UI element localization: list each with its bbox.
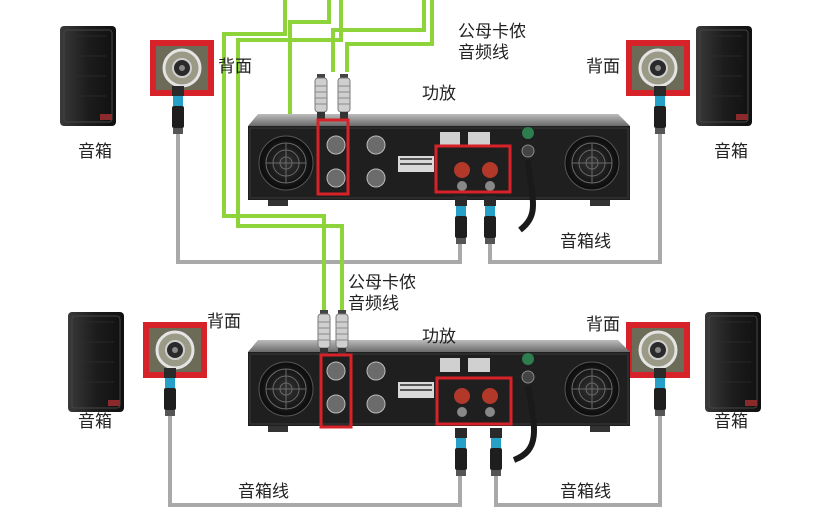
speaker-top-right <box>695 25 753 127</box>
speakon-plug-amp-top-1 <box>455 196 467 244</box>
speakon-plug-top-right <box>654 86 666 134</box>
speaker-label-top-left: 音箱 <box>78 142 112 162</box>
back-label-bottom-right: 背面 <box>586 315 620 335</box>
speaker-cable-label-bottom-right: 音箱线 <box>560 482 611 502</box>
speaker-bottom-left <box>67 311 125 413</box>
speakon-plug-top-left <box>172 86 184 134</box>
speaker-bottom-right <box>704 311 762 413</box>
speaker-label-bottom-left: 音箱 <box>78 412 112 432</box>
xlr-cable-label-top-line1: 公母卡侬 <box>458 22 526 42</box>
power-cables <box>512 159 538 463</box>
amplifier-label-bottom: 功放 <box>422 327 456 347</box>
speakon-plug-amp-bottom-1 <box>455 428 467 476</box>
xlr-plug-top-a <box>314 73 328 121</box>
speakon-plug-amp-bottom-2 <box>490 428 502 476</box>
back-label-top-right: 背面 <box>586 57 620 77</box>
xlr-cable-label-bottom-line2: 音频线 <box>348 294 399 314</box>
speakon-plug-bottom-right <box>654 368 666 416</box>
amplifier-bottom <box>247 339 631 433</box>
speaker-label-bottom-right: 音箱 <box>714 412 748 432</box>
xlr-cable-label-bottom: 公母卡侬 音频线 <box>348 273 416 315</box>
xlr-cable-label-bottom-line1: 公母卡侬 <box>348 273 416 293</box>
speakon-plug-amp-top-2 <box>484 196 496 244</box>
speaker-cable-label-top: 音箱线 <box>560 232 611 252</box>
back-label-top-left: 背面 <box>218 57 252 77</box>
xlr-cable-label-top-line2: 音频线 <box>458 43 509 63</box>
speaker-label-top-right: 音箱 <box>714 142 748 162</box>
speaker-cables <box>168 130 662 507</box>
amplifier-label-top: 功放 <box>422 84 456 104</box>
speaker-cable-label-bottom-left: 音箱线 <box>238 482 289 502</box>
speakon-plug-bottom-left <box>164 368 176 416</box>
back-label-bottom-left: 背面 <box>207 312 241 332</box>
highlight-boxes <box>316 118 513 429</box>
speaker-top-left <box>59 25 117 127</box>
xlr-cable-label-top: 公母卡侬 音频线 <box>458 22 526 64</box>
xlr-plug-top-b <box>337 73 351 121</box>
